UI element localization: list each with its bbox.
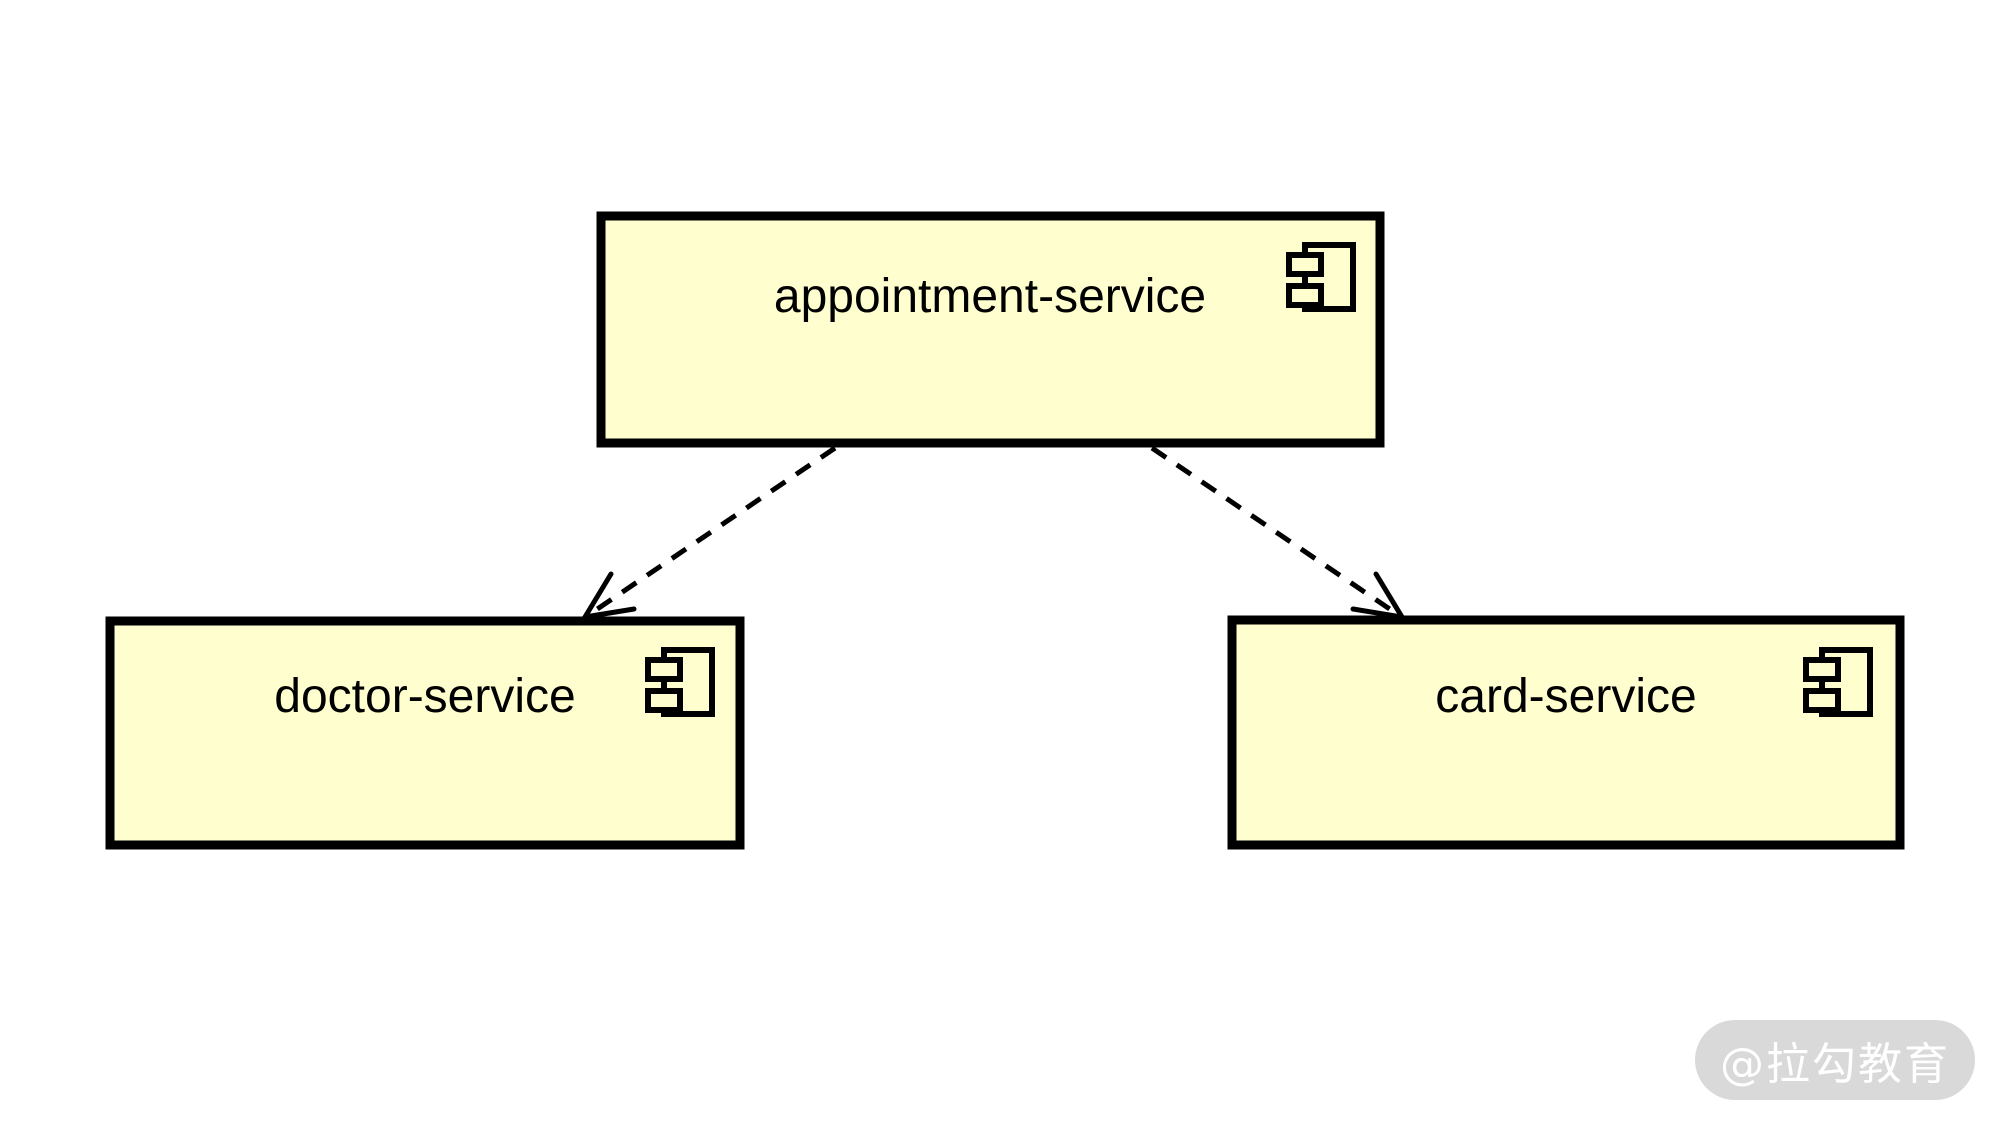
component-label: doctor-service bbox=[274, 670, 575, 723]
uml-component-icon bbox=[645, 647, 715, 717]
uml-component-icon bbox=[1286, 242, 1356, 312]
component-box bbox=[105, 616, 745, 850]
component-appointment-service: appointment-service bbox=[596, 211, 1385, 448]
open-arrowhead-icon bbox=[1350, 571, 1407, 621]
dashed-line bbox=[1150, 445, 1399, 617]
component-label: card-service bbox=[1435, 670, 1696, 723]
dependency-arrow-appointment-to-card bbox=[1150, 445, 1407, 621]
component-box bbox=[596, 211, 1385, 448]
component-box bbox=[1227, 615, 1905, 850]
uml-component-icon bbox=[1803, 647, 1873, 717]
watermark-badge: @拉勾教育 bbox=[1695, 1020, 1975, 1100]
dashed-line bbox=[588, 445, 837, 617]
dependency-arrow-appointment-to-doctor bbox=[580, 445, 837, 621]
component-card-service: card-service bbox=[1227, 615, 1905, 850]
watermark-label: @拉勾教育 bbox=[1720, 1039, 1950, 1090]
open-arrowhead-icon bbox=[580, 571, 637, 621]
component-doctor-service: doctor-service bbox=[105, 616, 745, 850]
component-label: appointment-service bbox=[774, 270, 1206, 323]
